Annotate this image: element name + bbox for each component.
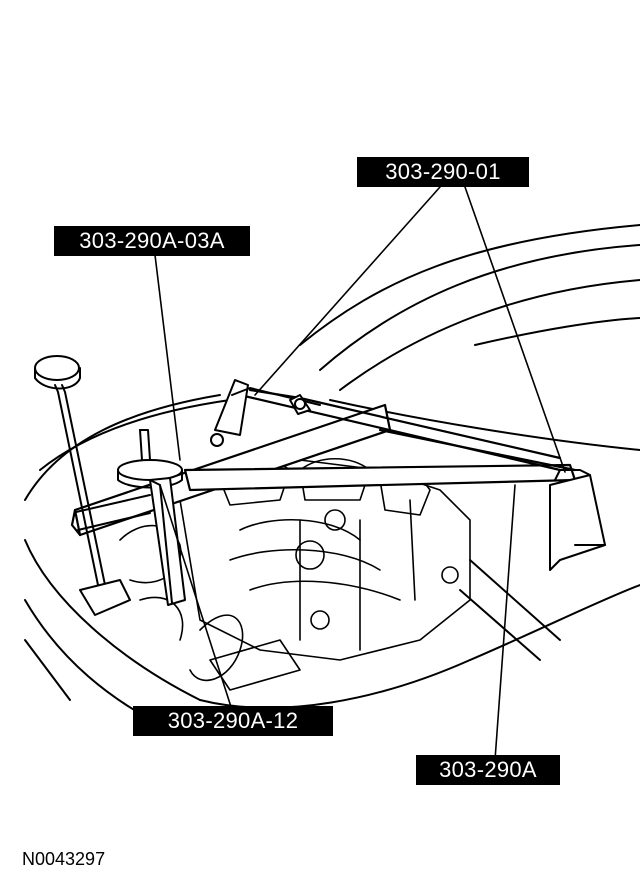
adjuster-rod: [34, 355, 131, 616]
windshield-outline: [299, 224, 640, 451]
figure-id: N0043297: [22, 849, 106, 869]
hood-opening-outline: [24, 394, 640, 731]
left-bracket: [210, 379, 321, 447]
callout-303-290a-03a: 303-290A-03A: [54, 226, 250, 256]
leader-lines: [154, 186, 566, 761]
callout-303-290a-12: 303-290A-12: [133, 706, 333, 736]
callout-303-290-01: 303-290-01: [357, 157, 529, 187]
right-stand: [549, 469, 606, 571]
callout-303-290a: 303-290A: [416, 755, 560, 785]
